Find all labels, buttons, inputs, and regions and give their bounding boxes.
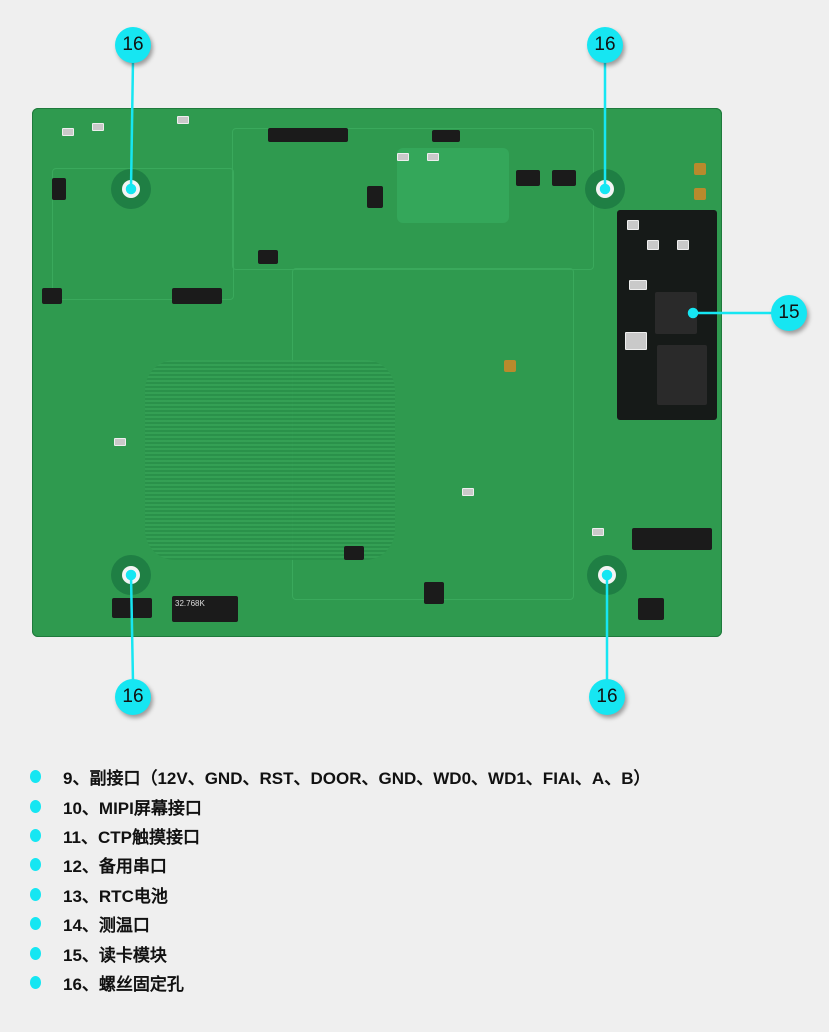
ic-chip: [258, 250, 278, 264]
bullet-icon: [30, 828, 41, 842]
legend-item: 9、副接口（12V、GND、RST、DOOR、GND、WD0、WD1、FIAI、…: [30, 762, 650, 791]
ic-chip: [268, 128, 348, 142]
legend-item: 15、读卡模块: [30, 938, 650, 967]
legend-label: 14、测温口: [63, 916, 150, 936]
copper-pour: [397, 148, 509, 223]
legend-item: 16、螺丝固定孔: [30, 968, 650, 997]
legend-label: 9、副接口（12V、GND、RST、DOOR、GND、WD0、WD1、FIAI、…: [63, 769, 651, 789]
test-pad: [504, 360, 516, 372]
ic-chip: [344, 546, 364, 560]
ic-chip: [552, 170, 576, 186]
legend-label: 11、CTP触摸接口: [63, 827, 200, 847]
legend-label: 16、螺丝固定孔: [63, 974, 184, 994]
ic-chip: [516, 170, 540, 186]
ic-chip: [638, 598, 664, 620]
callout-16-bottom-right: 16: [589, 679, 625, 715]
ic-chip: [367, 186, 383, 208]
legend-label: 12、备用串口: [63, 857, 167, 877]
smd-component: [397, 153, 409, 161]
ic-chip: [632, 528, 712, 550]
smd-component: [677, 240, 689, 250]
legend-item: 14、测温口: [30, 909, 650, 938]
smd-component: [114, 438, 126, 446]
bullet-icon: [30, 799, 41, 813]
bullet-icon: [30, 975, 41, 989]
smd-component: [647, 240, 659, 250]
legend-list: 9、副接口（12V、GND、RST、DOOR、GND、WD0、WD1、FIAI、…: [30, 762, 650, 997]
reader-ic: [657, 345, 707, 405]
ic-chip: [172, 288, 222, 304]
ic-chip: [432, 130, 460, 142]
bullet-icon: [30, 770, 41, 784]
smd-component: [177, 116, 189, 124]
pcb-trace: [52, 168, 234, 300]
crystal: 32.768K: [172, 596, 238, 622]
callout-16-top-right: 16: [587, 27, 623, 63]
callout-15-card-reader: 15: [771, 295, 807, 331]
callout-16-top-left: 16: [115, 27, 151, 63]
ic-chip: [424, 582, 444, 604]
card-reader-module: [617, 210, 717, 420]
smd-component: [629, 280, 647, 290]
smd-component: [462, 488, 474, 496]
smd-component: [625, 332, 647, 350]
bga-footprint: [145, 360, 395, 560]
legend-item: 11、CTP触摸接口: [30, 821, 650, 850]
legend-label: 13、RTC电池: [63, 886, 168, 906]
ic-chip: [42, 288, 62, 304]
callout-16-bottom-left: 16: [115, 679, 151, 715]
legend-label: 10、MIPI屏幕接口: [63, 798, 202, 818]
ic-chip: [52, 178, 66, 200]
bullet-icon: [30, 887, 41, 901]
smd-component: [427, 153, 439, 161]
bullet-icon: [30, 917, 41, 931]
legend-label: 15、读卡模块: [63, 945, 167, 965]
smd-component: [627, 220, 639, 230]
smd-component: [62, 128, 74, 136]
legend-item: 10、MIPI屏幕接口: [30, 791, 650, 820]
smd-component: [592, 528, 604, 536]
test-pad: [694, 188, 706, 200]
bullet-icon: [30, 858, 41, 872]
legend-item: 13、RTC电池: [30, 880, 650, 909]
test-pad: [694, 163, 706, 175]
bullet-icon: [30, 946, 41, 960]
legend-item: 12、备用串口: [30, 850, 650, 879]
smd-component: [92, 123, 104, 131]
